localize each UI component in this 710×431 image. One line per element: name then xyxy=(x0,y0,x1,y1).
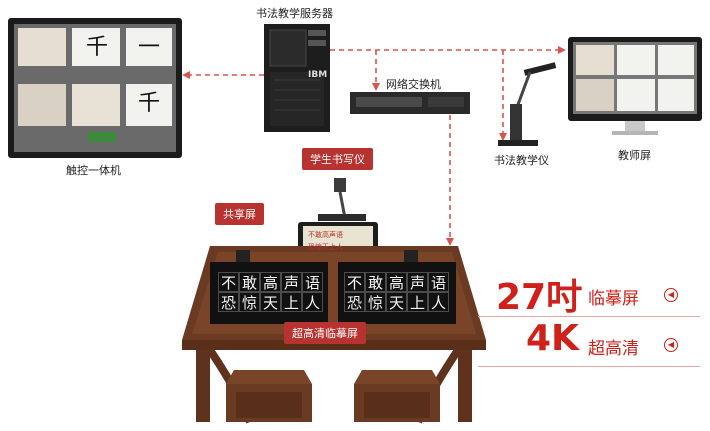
tag-hd-copy-screen: 超高清临摹屏 xyxy=(284,322,366,344)
spec-res-value: 4K xyxy=(526,318,579,359)
spec-divider xyxy=(478,316,700,317)
calligraphy-device xyxy=(498,62,557,146)
copy-char: 恐 xyxy=(344,292,365,312)
copy-char: 高 xyxy=(260,272,281,292)
copy-screen-left: 不 敢 高 声 语 恐 惊 天 上 人 xyxy=(218,272,323,312)
copy-char: 声 xyxy=(407,272,428,292)
copy-char: 上 xyxy=(281,292,302,312)
tablet-line-1: 不敢高声语 xyxy=(308,231,343,239)
touch-screen-char-2: 一 xyxy=(138,35,161,60)
copy-char: 声 xyxy=(281,272,302,292)
teacher-screen-monitor xyxy=(568,37,702,135)
arrow-down-device xyxy=(499,133,507,141)
stools xyxy=(226,370,440,422)
copy-char: 惊 xyxy=(365,292,386,312)
spec-size-value: 27吋 xyxy=(496,277,583,318)
arrow-left-circle-icon: ◀ xyxy=(664,338,678,352)
copy-char: 不 xyxy=(344,272,365,292)
copy-screen-right: 不 敢 高 声 语 恐 惊 天 上 人 xyxy=(344,272,449,312)
copy-char: 惊 xyxy=(239,292,260,312)
line-arrowheads xyxy=(182,46,566,246)
spec-size-label: 临摹屏 xyxy=(588,289,639,309)
calligraphy-desk xyxy=(182,246,486,424)
copy-char: 上 xyxy=(407,292,428,312)
tablet-line-2: 恐惊天上人 xyxy=(308,243,343,251)
touch-screen-char-1: 千 xyxy=(86,35,109,60)
spec-res-label: 超高清 xyxy=(588,339,639,359)
arrow-right-teacher xyxy=(558,46,566,54)
tag-student-device: 学生书写仪 xyxy=(302,148,373,170)
copy-char: 敢 xyxy=(239,272,260,292)
copy-char: 人 xyxy=(428,292,449,312)
server-brand-logo: IBM xyxy=(308,70,328,80)
server-tower xyxy=(264,24,330,132)
copy-char: 语 xyxy=(428,272,449,292)
copy-char: 恐 xyxy=(218,292,239,312)
label-server: 书法教学服务器 xyxy=(256,7,333,20)
copy-char: 不 xyxy=(218,272,239,292)
arrow-left-touch xyxy=(182,71,190,79)
spec-divider xyxy=(478,366,700,367)
arrow-down-switch xyxy=(372,83,380,91)
label-teacher-screen: 教师屏 xyxy=(618,149,651,162)
arrow-down-desk xyxy=(446,238,454,246)
tag-shared-screen: 共享屏 xyxy=(215,203,264,225)
copy-char: 天 xyxy=(260,292,281,312)
label-switch: 网络交换机 xyxy=(386,78,441,91)
copy-char: 高 xyxy=(386,272,407,292)
connection-lines xyxy=(188,49,560,240)
copy-char: 天 xyxy=(386,292,407,312)
copy-char: 敢 xyxy=(365,272,386,292)
label-calligraphy-device: 书法教学仪 xyxy=(494,154,549,167)
network-switch xyxy=(350,92,470,114)
touch-all-in-one-device xyxy=(8,18,182,158)
label-touch-all-in-one: 触控一体机 xyxy=(66,164,121,177)
copy-char: 语 xyxy=(302,272,323,292)
arrow-left-circle-icon: ◀ xyxy=(664,288,678,302)
student-writing-device xyxy=(318,178,366,221)
copy-char: 人 xyxy=(302,292,323,312)
touch-screen-char-3: 千 xyxy=(138,91,161,116)
